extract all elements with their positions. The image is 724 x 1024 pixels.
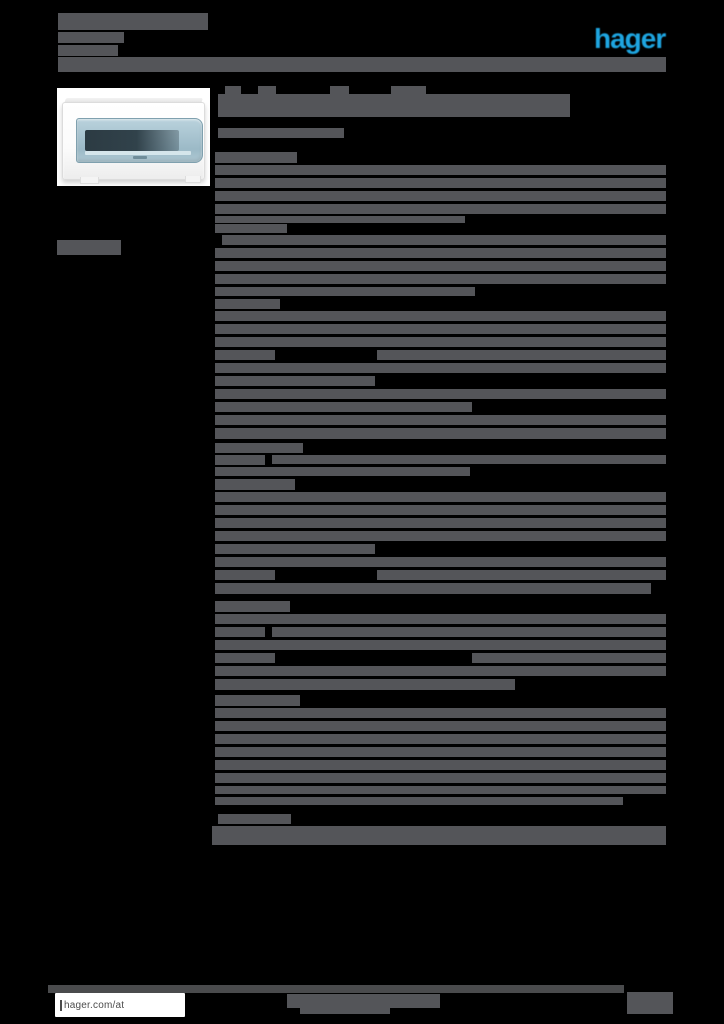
redacted-page-title [218,94,570,117]
redacted-section-heading [215,152,297,163]
redacted-text [215,773,666,783]
redacted-section-heading [215,479,295,490]
redacted-text [215,747,666,757]
redacted-section-heading [215,299,280,309]
redacted-text [215,191,666,201]
enclosure-foot-right [185,176,201,183]
redacted-label [215,402,275,412]
redacted-text [215,216,465,223]
redacted-text [215,640,666,650]
redacted-label [215,627,265,637]
redacted-footer-rule [48,985,624,993]
redacted-text [215,311,666,321]
redacted-text [215,467,470,476]
redacted-footer-center-text [287,994,440,1008]
redacted-section-heading [215,601,290,612]
redacted-text [215,666,666,676]
redacted-header-band [58,57,666,72]
redacted-label [215,734,275,744]
redacted-label [215,653,275,663]
redacted-text [215,248,666,258]
redacted-title-ascender [391,86,426,95]
redacted-text [215,389,666,399]
redacted-label [215,455,265,465]
redacted-text [215,376,375,386]
redacted-text [215,614,666,624]
redacted-text [215,786,666,794]
redacted-text [215,337,666,347]
redacted-text [215,760,666,770]
redacted-text [215,557,666,567]
redacted-text [215,178,666,188]
redacted-section-heading [218,814,291,824]
footer-website-box: hager.com/at [55,993,185,1017]
redacted-text [215,797,623,805]
redacted-page-number-box [627,992,673,1014]
redacted-title-ascender [258,86,276,95]
redacted-text [215,708,666,718]
enclosure-door-latch [133,156,147,159]
redacted-text [215,287,475,296]
enclosure-window-dark-interior [85,130,179,151]
redacted-text [215,415,666,425]
hager-logo: hager [594,23,666,54]
redacted-product-reference [58,13,208,30]
redacted-text [215,165,666,175]
redacted-text [215,492,666,502]
redacted-label [215,570,275,580]
redacted-value [377,570,666,580]
redacted-text [215,324,666,334]
redacted-text [215,261,666,271]
footer-website-link[interactable]: hager.com/at [64,999,125,1011]
redacted-photo-caption [57,240,121,255]
redacted-value [377,350,666,360]
redacted-value [272,734,666,744]
enclosure-door-sill [85,151,191,155]
redacted-header-line [58,45,118,56]
redacted-footnote-block [212,826,666,845]
redacted-text [215,679,515,690]
redacted-section-heading [215,224,287,233]
redacted-text [215,204,666,214]
enclosure-foot-left [80,177,99,184]
redacted-text [215,721,666,731]
redacted-text [215,428,666,439]
hager-logo-mark [60,999,62,1011]
redacted-value [472,653,666,663]
redacted-text [215,544,375,554]
redacted-title-ascender [330,86,349,95]
redacted-text [215,531,666,541]
redacted-section-heading [215,695,300,706]
redacted-value [272,627,666,637]
redacted-value [272,505,666,515]
enclosure-transparent-door [76,118,203,163]
redacted-label [215,505,275,515]
redacted-label [215,350,275,360]
redacted-subtitle [218,128,344,138]
redacted-value [272,402,472,412]
redacted-title-ascender [225,86,241,95]
redacted-footer-center-text [300,1008,390,1014]
redacted-text [215,274,666,284]
product-photo [57,88,210,186]
redacted-text [215,583,651,594]
redacted-text [215,363,666,373]
redacted-section-heading [215,443,303,453]
redacted-text [215,518,666,528]
redacted-header-line [58,32,124,43]
redacted-text [222,235,666,245]
redacted-value [272,455,666,464]
